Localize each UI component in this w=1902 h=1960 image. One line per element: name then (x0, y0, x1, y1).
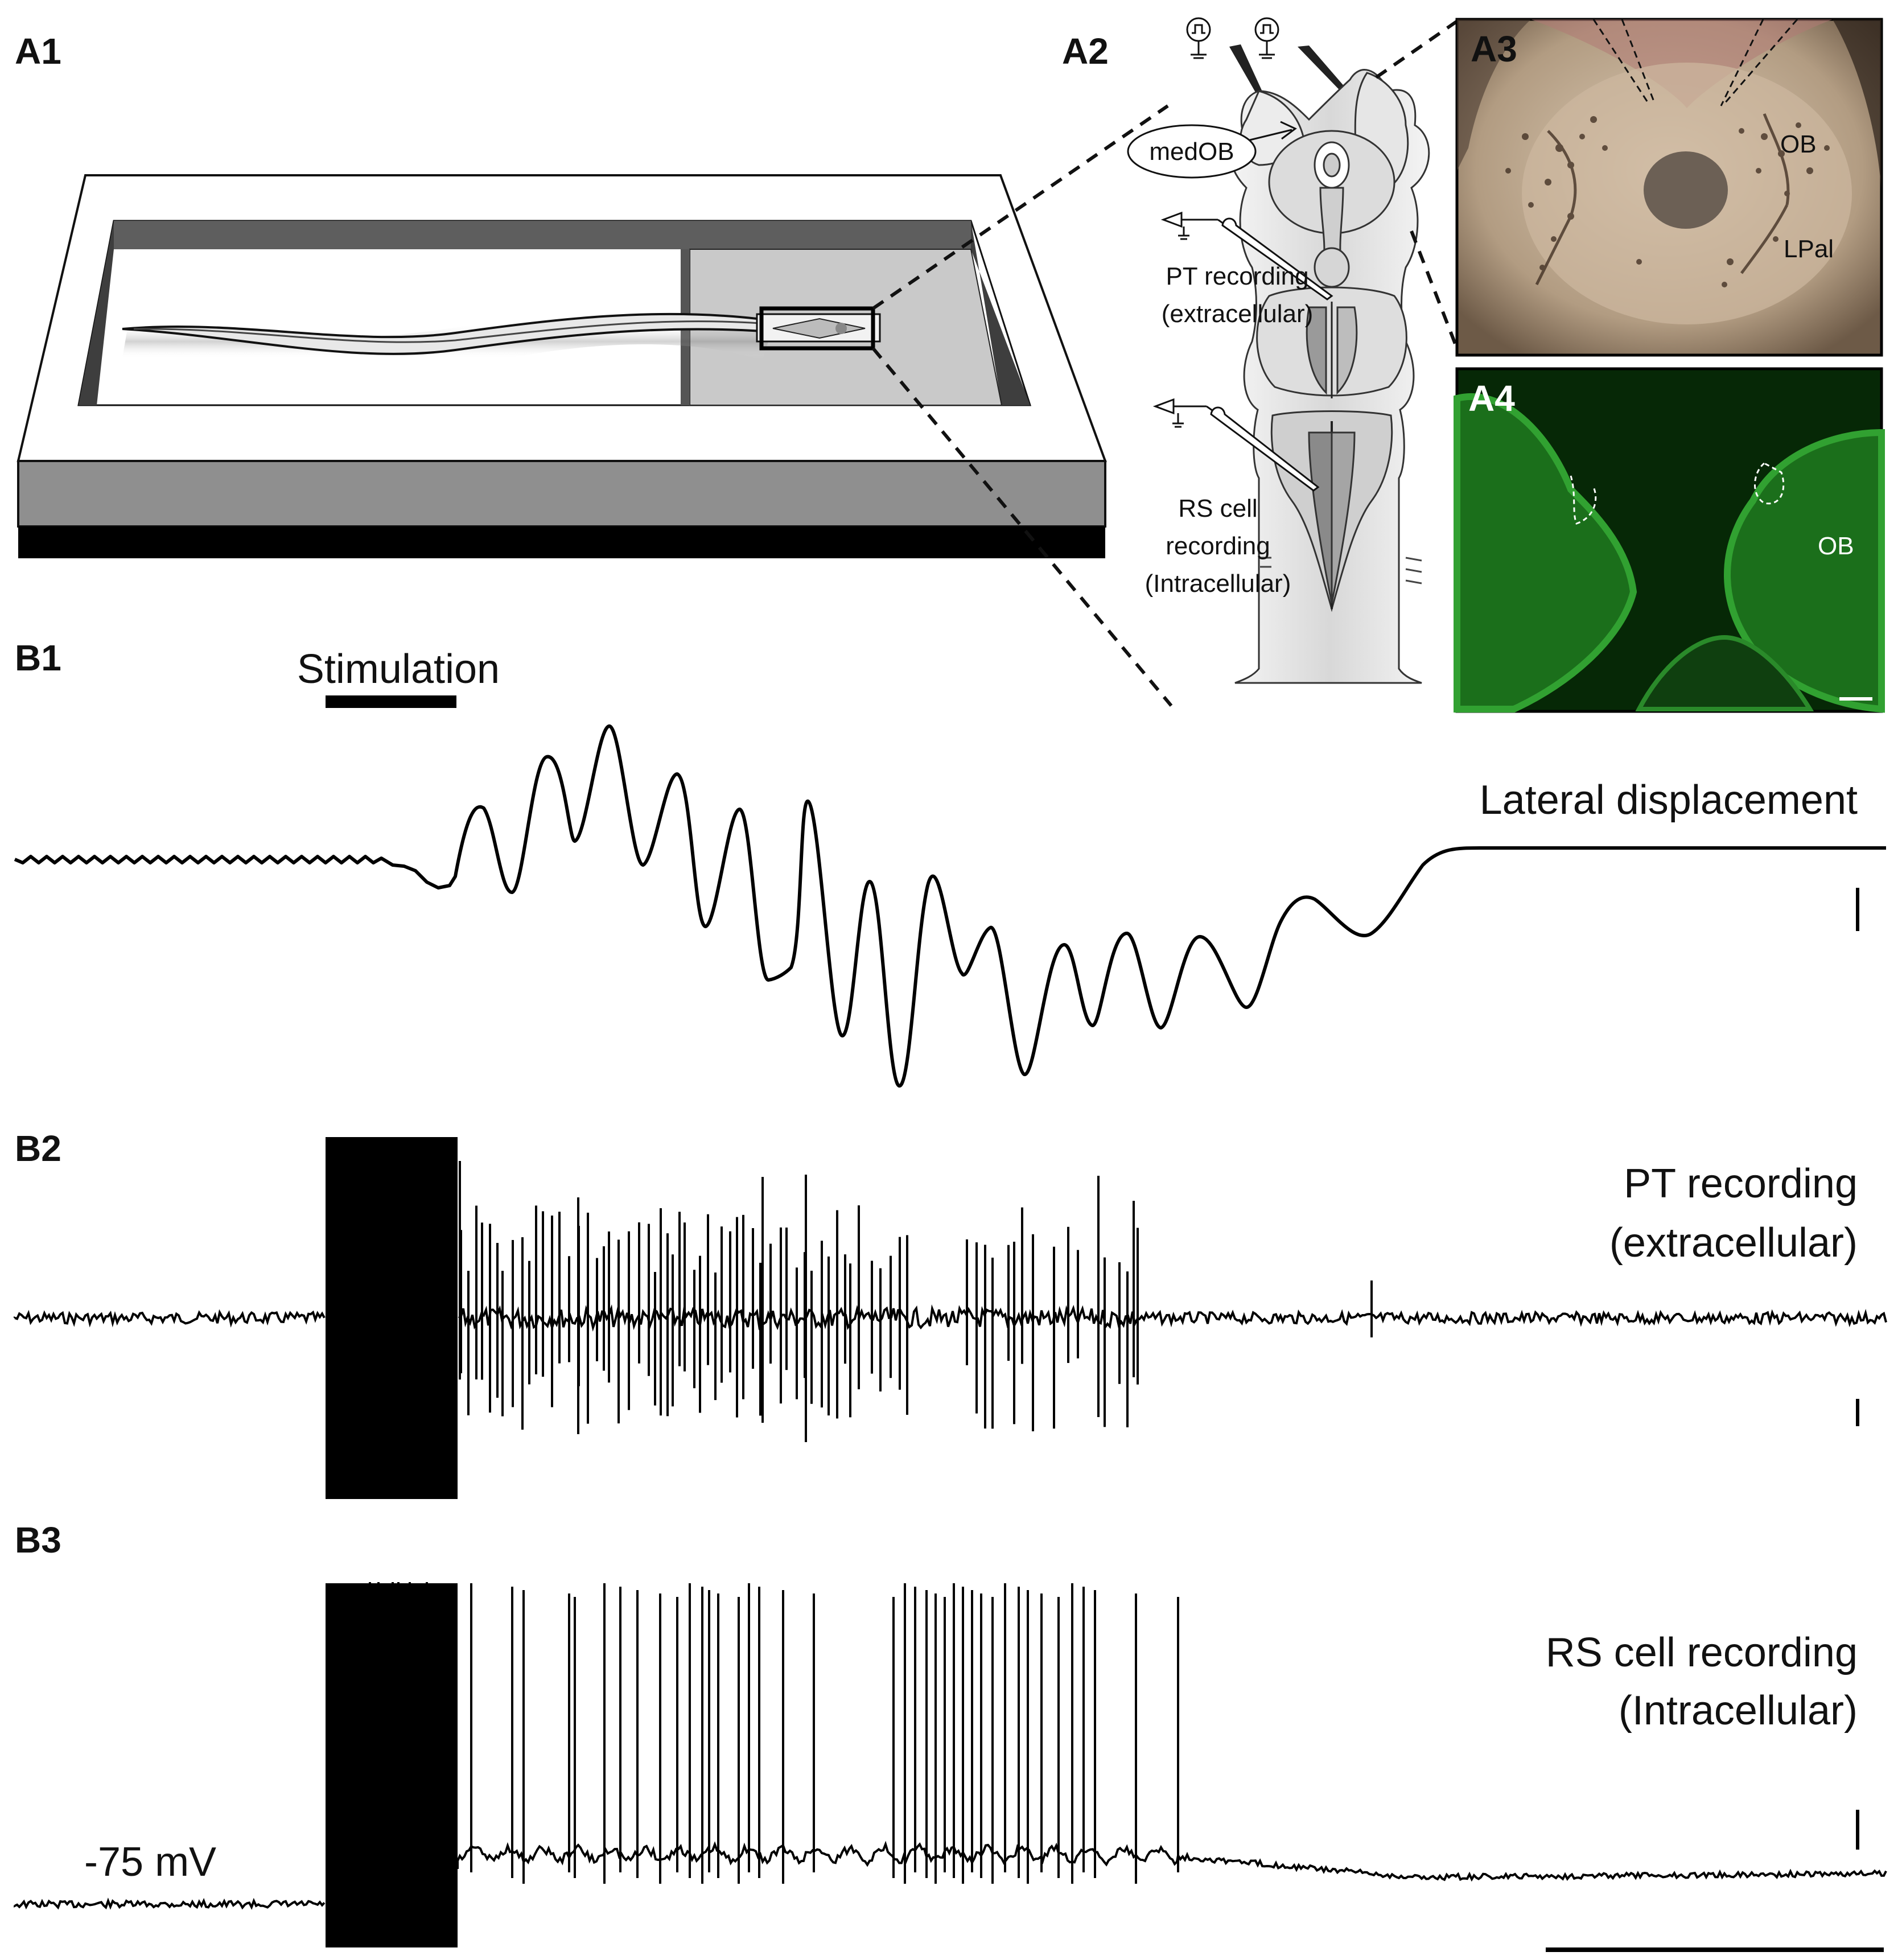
panel-label-b3: B3 (15, 1520, 61, 1560)
lateral-displacement-label: Lateral displacement (1480, 777, 1858, 823)
lamprey-body (121, 304, 881, 378)
lateral-displacement-trace (14, 724, 1886, 1088)
pt-spikes (459, 1161, 1373, 1442)
brain-preparation-rectangle (759, 306, 875, 351)
resting-potential-label: -75 mV (84, 1839, 216, 1885)
panel-a1: A1 (15, 31, 1173, 707)
rs-action-potentials (369, 1582, 1179, 1884)
panel-a4: A4 OB (1454, 367, 1885, 713)
a4-ob-label: OB (1818, 532, 1854, 560)
pt-extracellular-trace (14, 1161, 1887, 1442)
panel-b2: B2 PT recording (extracellular) (14, 1128, 1887, 1499)
rs-membrane-potential (14, 1840, 1887, 1910)
panel-label-b2: B2 (15, 1128, 61, 1169)
panel-a2: A2 (1062, 17, 1459, 684)
a3-lpal-label: LPal (1784, 235, 1834, 263)
panel-label-a4: A4 (1468, 378, 1515, 419)
rs-trace-label-1: RS cell recording (1546, 1630, 1858, 1675)
stimulation-bar (326, 695, 456, 708)
pt-recording-label-1: PT recording (1166, 262, 1308, 290)
rs-recording-label-3: (Intracellular) (1145, 570, 1291, 598)
zoom-lines-a3 (1375, 19, 1459, 349)
stimulation-label: Stimulation (297, 647, 500, 692)
stimulator-icon (1254, 17, 1279, 59)
b2-stimulation-artifact (326, 1137, 458, 1499)
panel-b1: B1 Stimulation Lateral displacement (14, 637, 1886, 1088)
medob-label: medOB (1127, 121, 1297, 179)
brain-drawing (1230, 69, 1430, 684)
rs-stimulation-depolarization (326, 1583, 458, 1946)
rs-intracellular-trace (14, 1582, 1887, 1946)
rs-recording-label-1: RS cell (1178, 495, 1257, 522)
panel-label-a2: A2 (1062, 31, 1109, 72)
panel-label-a1: A1 (15, 31, 61, 72)
a3-labelled-cells (1505, 113, 1830, 287)
a3-electrode-outline (1592, 19, 1798, 106)
stimulator-icon (1186, 17, 1211, 59)
panel-label-a3: A3 (1471, 28, 1517, 69)
rs-recording-electrode (1152, 398, 1320, 492)
pt-recording-label-2: (extracellular) (1162, 300, 1314, 328)
pt-trace-label-2: (extracellular) (1609, 1220, 1858, 1266)
pt-recording-electrode (1160, 211, 1333, 300)
pt-baseline-noise (14, 1304, 1887, 1332)
panel-b3: B3 RS cell recording (Intracellular) -75… (14, 1520, 1887, 1952)
zoom-lines (871, 104, 1173, 707)
a3-ob-label: OB (1780, 130, 1817, 158)
panel-label-b1: B1 (15, 637, 61, 678)
panel-a3: A3 OB LPal (1455, 18, 1883, 357)
medob-text: medOB (1149, 138, 1234, 166)
rs-recording-label-2: recording (1166, 532, 1270, 560)
rs-trace-label-2: (Intracellular) (1619, 1688, 1858, 1733)
pt-trace-label-1: PT recording (1624, 1161, 1858, 1207)
